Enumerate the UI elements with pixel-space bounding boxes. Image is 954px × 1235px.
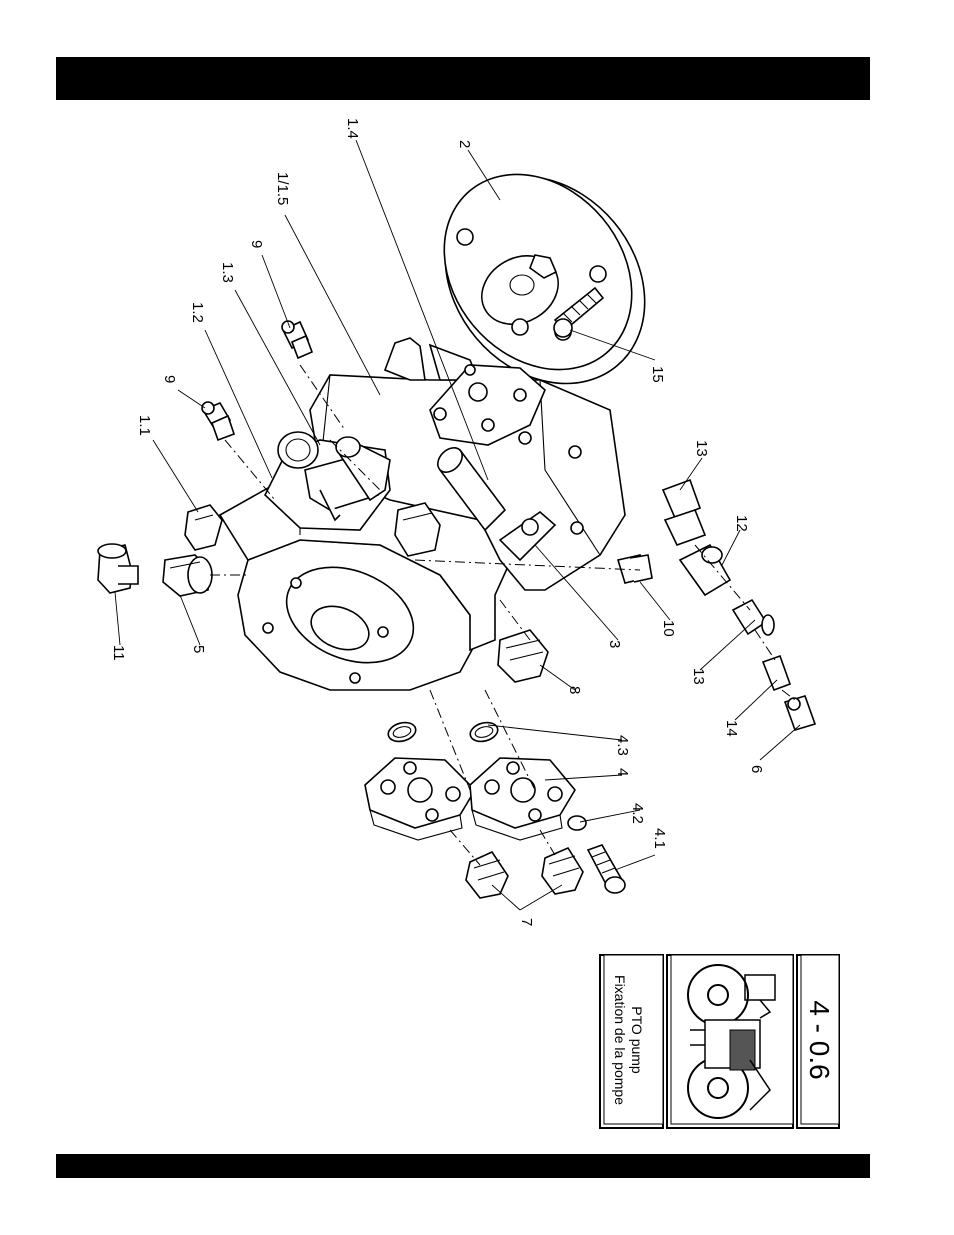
callout-14: 14 [723, 720, 740, 737]
section-title-fr: Fixation de la pompe [612, 975, 628, 1105]
fitting-part-7-right [542, 848, 583, 894]
callout-13-lower: 13 [690, 668, 707, 685]
callout-4: 4 [614, 768, 631, 776]
callout-1-3: 1.3 [219, 262, 236, 283]
callout-1-1-5: 1/1.5 [274, 172, 291, 205]
callout-15: 15 [649, 366, 666, 383]
callout-6: 6 [748, 765, 765, 773]
callout-4-1: 4.1 [651, 828, 668, 849]
bolt-part-4-1 [588, 845, 625, 893]
fitting-part-12 [680, 545, 730, 595]
callout-12: 12 [733, 515, 750, 532]
callout-13-upper: 13 [693, 440, 710, 457]
section-number: 4 - 0.6 [804, 1000, 835, 1079]
callout-1-2: 1.2 [189, 302, 206, 323]
callout-4-3: 4.3 [614, 735, 631, 756]
callout-1-4: 1.4 [344, 118, 361, 139]
callout-3: 3 [606, 640, 623, 648]
plug-part-1-1 [185, 505, 222, 550]
callout-8: 8 [566, 686, 583, 694]
section-title-en: PTO pump [629, 1006, 645, 1074]
callout-5: 5 [190, 645, 207, 653]
callout-1-1: 1.1 [136, 415, 153, 436]
callout-11: 11 [110, 645, 127, 661]
nut-part-5 [163, 555, 212, 596]
callout-9-upper: 9 [248, 240, 265, 248]
callout-7: 7 [518, 918, 535, 926]
section-box: PTO pump Fixation de la pompe 4 - 0.6 [600, 955, 839, 1128]
fitting-part-9-upper [282, 321, 312, 358]
fitting-part-8 [498, 630, 548, 682]
callout-4-2: 4.2 [629, 803, 646, 824]
flange-part-4-left [365, 758, 475, 840]
elbow-part-11 [98, 544, 138, 593]
callout-10: 10 [660, 620, 677, 637]
washer-part-4-2 [568, 816, 586, 830]
callout-9-lower: 9 [161, 375, 178, 383]
fitting-part-14 [763, 656, 790, 690]
fitting-part-6 [785, 696, 815, 730]
fitting-part-13-upper [663, 480, 705, 545]
fitting-part-9-lower [202, 402, 234, 440]
fitting-part-13-lower [733, 600, 774, 635]
fitting-part-7-left [466, 852, 508, 898]
callout-2: 2 [456, 140, 473, 148]
flange-part-4-right [470, 758, 575, 840]
